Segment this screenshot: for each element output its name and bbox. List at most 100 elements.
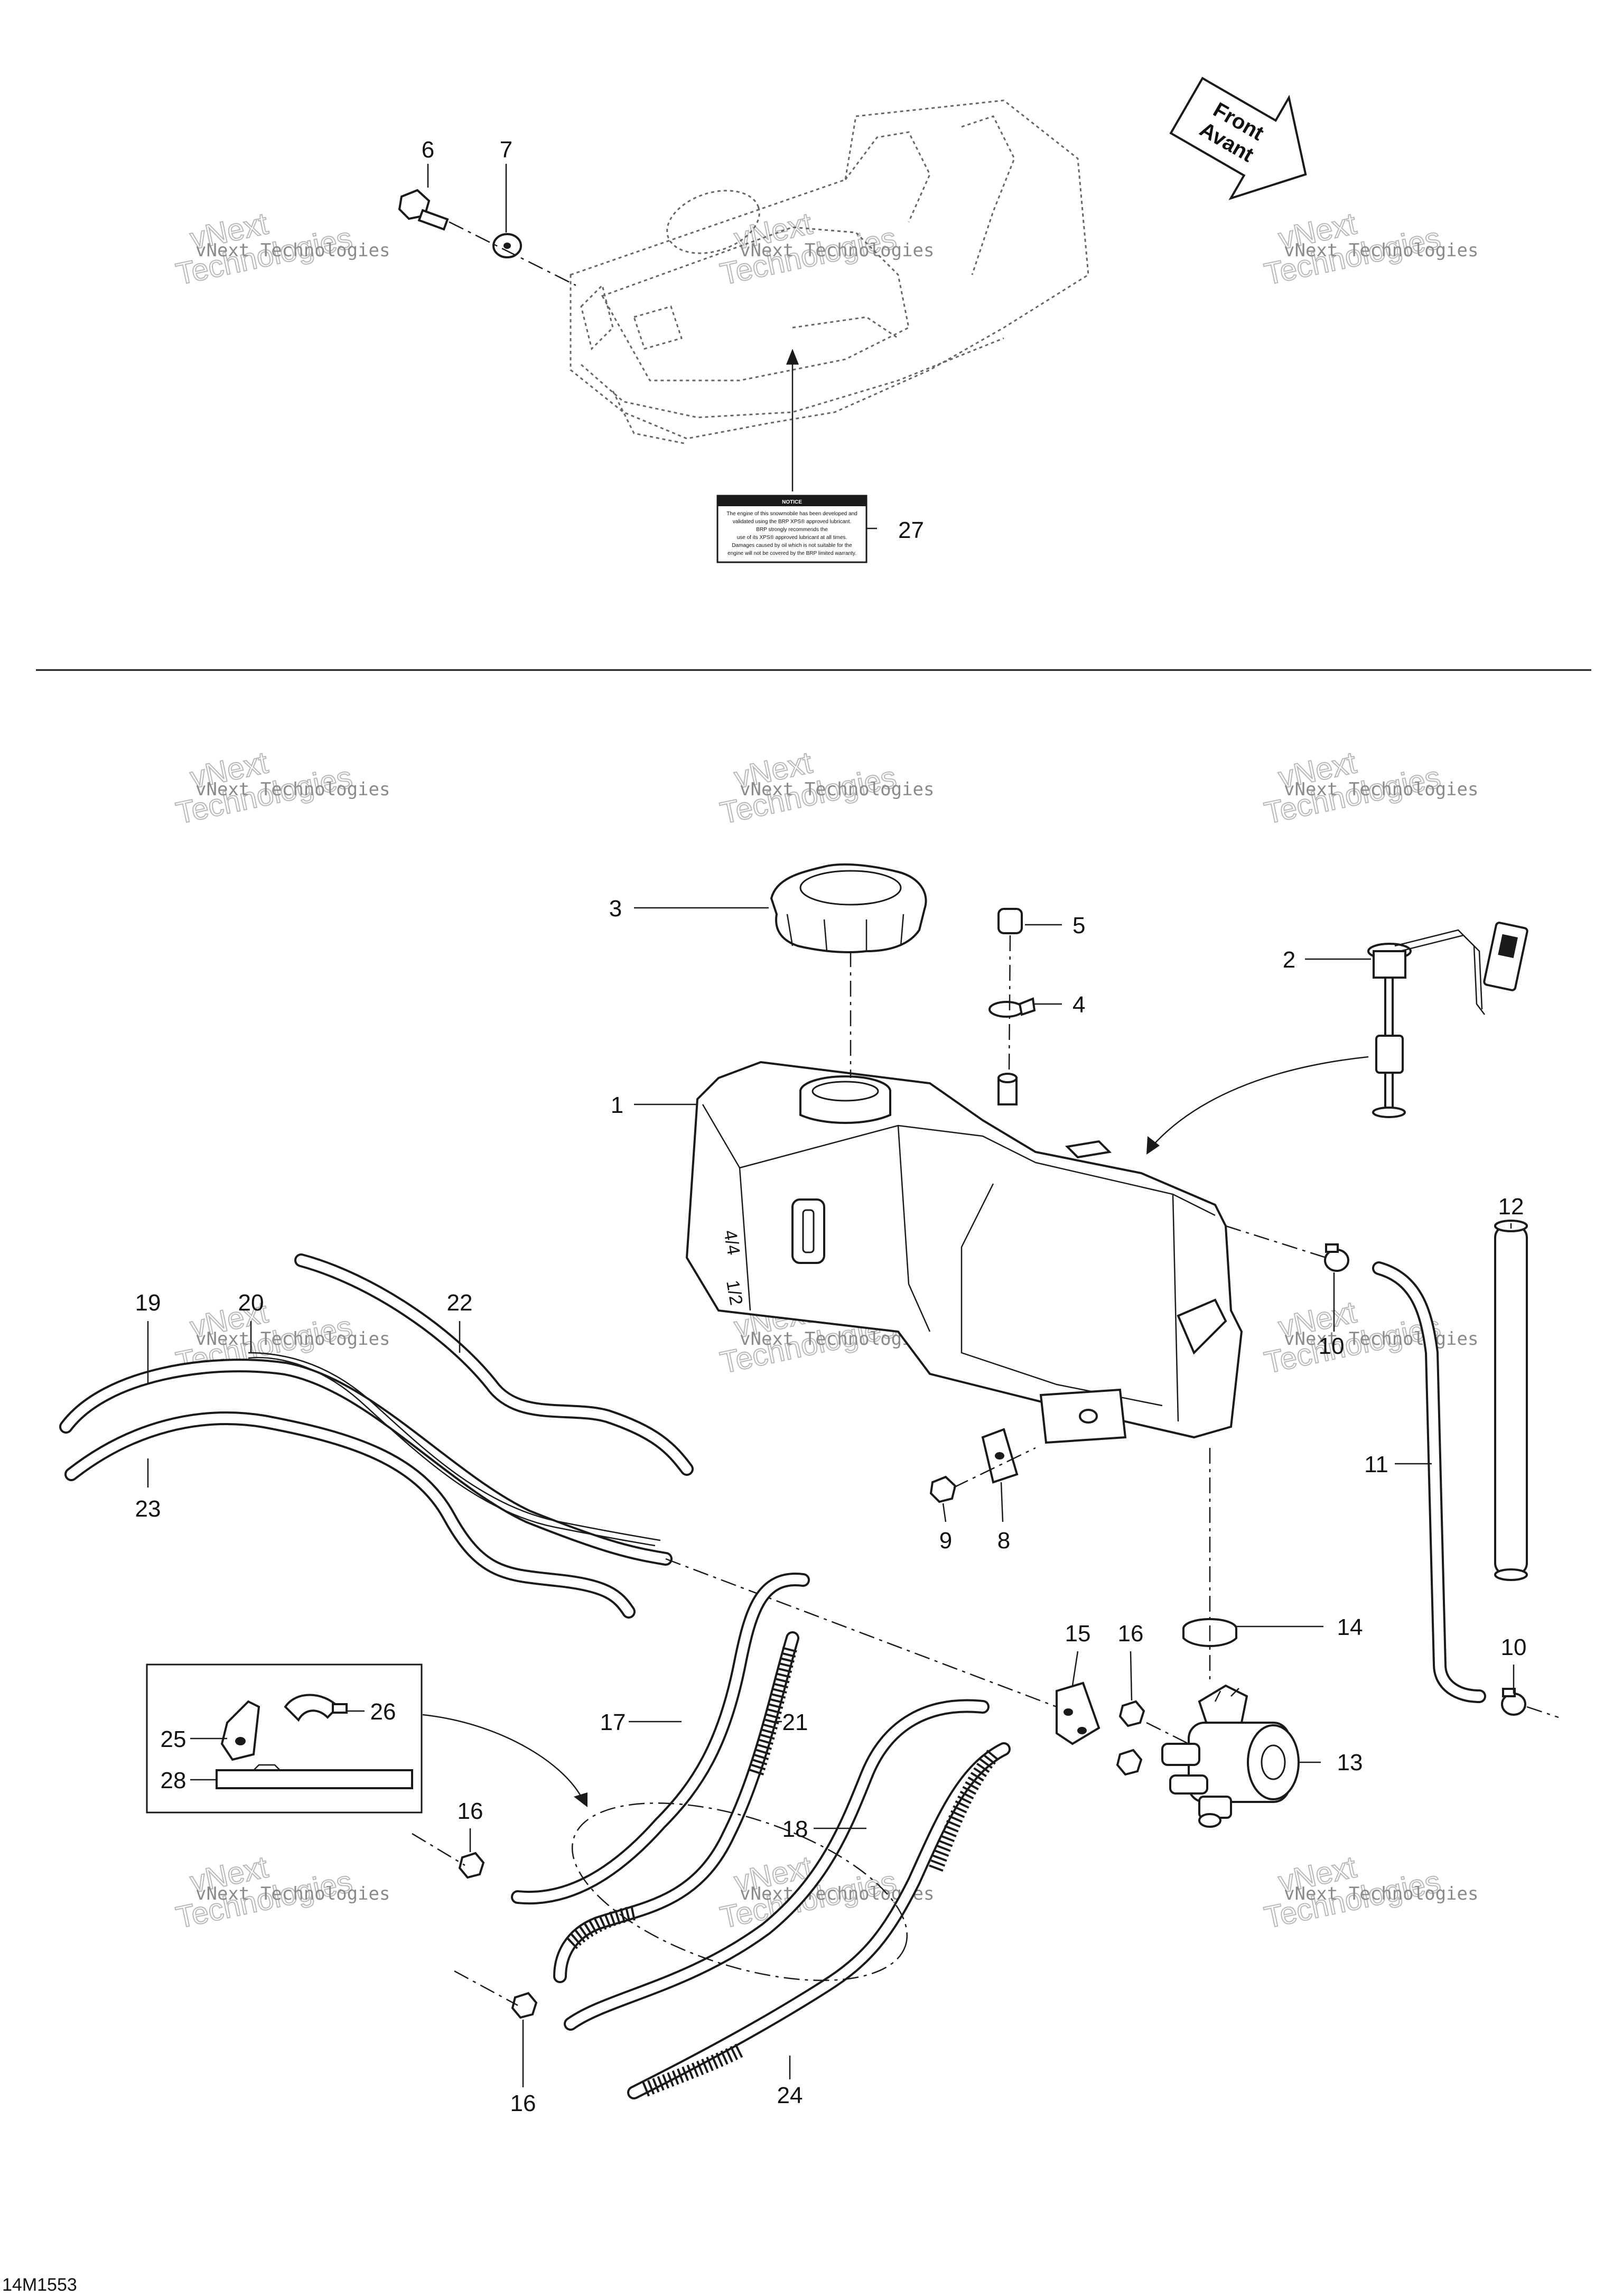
notice-title: NOTICE [782,499,802,505]
part-8-plate [981,1428,1019,1484]
notice-line: Damages caused by oil which is not suita… [732,543,852,549]
part-25-bracket [220,1700,260,1761]
leader-line [449,221,576,286]
kit-box [146,1663,423,1814]
part-17-hose [511,1573,810,1905]
part-20-hose [248,1352,661,1547]
kit-arrow [422,1714,582,1797]
kit-arrowhead [574,1792,587,1807]
leader-line [1146,1722,1189,1745]
part-23-hose [64,1411,636,1619]
callout-12: 12 [1498,1194,1524,1220]
callout-23: 23 [135,1496,161,1522]
leader-line [412,1833,465,1866]
part-9-screw [929,1475,957,1503]
front-direction-arrow: Front Avant [1169,77,1307,200]
notice-line: The engine of this snowmobile has been d… [726,511,857,517]
part-18-hose [564,1699,990,2031]
part-15-manifold [1056,1681,1100,1745]
part-16-connector-d [511,1992,538,2019]
callout-10: 10 [1319,1333,1345,1359]
leader-line [665,1558,1057,1708]
part-24-hose [627,1742,1011,2099]
watermark-text: vNext Technologies [740,779,934,800]
leader-line [1526,1706,1559,1718]
watermark-text: vNext Technologies [195,1883,390,1904]
callout-6: 6 [422,137,434,163]
leader-line [1008,935,1011,1073]
watermark-text: vNext Technologies [1284,240,1478,261]
watermark: Technologies vNext [1261,1849,1444,1935]
watermark: Technologies vNext [1261,206,1444,292]
callout-9: 9 [939,1528,952,1554]
watermark-text: vNext Technologies [195,240,390,261]
callout-22: 22 [447,1290,473,1316]
watermark-text: vNext Technologies [195,779,390,800]
part-11-hose [1372,1261,1486,1703]
figure-code: 14M1553 [2,2275,77,2295]
part-13-oil-pump [1161,1684,1300,1828]
callout-28: 28 [161,1768,186,1793]
callouts: 6 7 27 3 5 4 2 1 12 10 11 8 9 14 10 13 1 [135,137,1527,2116]
callout-16-b: 16 [458,1798,483,1824]
part-12-hose [1494,1220,1528,1581]
callout-8: 8 [997,1528,1010,1554]
callout-5: 5 [1072,913,1085,938]
callout-25: 25 [161,1726,186,1752]
callout-16: 16 [1118,1621,1144,1647]
callout-15: 15 [1065,1621,1091,1647]
callout-11: 11 [1364,1452,1388,1477]
install-arrowhead [1146,1136,1160,1155]
part-16-connector-a [1118,1700,1145,1727]
tank-mark-full: 4/4 [720,1229,744,1257]
callout-24: 24 [777,2083,803,2108]
part-1-oil-tank: 4/4 1/2 [685,1061,1243,1444]
callout-2: 2 [1283,947,1295,973]
watermark-text: vNext Technologies [740,240,934,261]
callout-1: 1 [611,1092,623,1118]
leader-line [1225,1225,1327,1259]
tank-mark-half: 1/2 [722,1279,747,1307]
notice-line: validated using the BRP XPS® approved lu… [733,519,852,525]
part-28-tie-strip [216,1764,413,1789]
leader-line [953,1447,1036,1489]
notice-line: BRP strongly recommends the [756,527,828,533]
callout-17: 17 [600,1709,626,1735]
leader-line [454,1970,518,2006]
part-26-clamp [284,1694,348,1722]
part-6-screw [398,189,449,231]
callout-26: 26 [370,1699,396,1725]
part-3-filler-cap [770,863,927,953]
part-16-connector-c [458,1852,485,1879]
part-5-cap [997,908,1023,934]
chassis-ghost [570,99,1089,445]
callout-7: 7 [500,137,512,163]
callout-18: 18 [782,1816,808,1842]
watermark-text: vNext Technologies [195,1328,390,1350]
part-7-washer [492,233,522,258]
callout-27: 27 [898,517,924,543]
watermark-text: vNext Technologies [1284,1883,1478,1904]
part-16-connector-b [1116,1749,1143,1776]
callout-14: 14 [1337,1614,1363,1640]
part-10-clamp-upper [1324,1243,1349,1272]
install-arrow [1151,1056,1369,1147]
part-10-clamp-lower [1501,1688,1526,1716]
callout-16-c: 16 [510,2090,536,2116]
callout-4: 4 [1072,992,1085,1018]
bundle-ellipse [571,1802,908,1981]
part-22-hose [294,1253,694,1476]
part-19-hose [59,1359,673,1566]
callout-13: 13 [1337,1750,1363,1776]
part-27-notice-label: NOTICE The engine of this snowmobile has… [716,495,868,563]
watermark-text: vNext Technologies [1284,1328,1478,1350]
notice-line: use of its XPS® approved lubricant at al… [737,535,847,541]
part-4-clamp [988,997,1036,1018]
chassis-arrow [786,349,799,491]
callout-20: 20 [238,1290,264,1316]
watermark-text: vNext Technologies [1284,779,1478,800]
notice-line: engine will not be covered by the BRP li… [727,551,856,556]
callout-3: 3 [609,896,622,922]
callout-19: 19 [135,1290,161,1316]
